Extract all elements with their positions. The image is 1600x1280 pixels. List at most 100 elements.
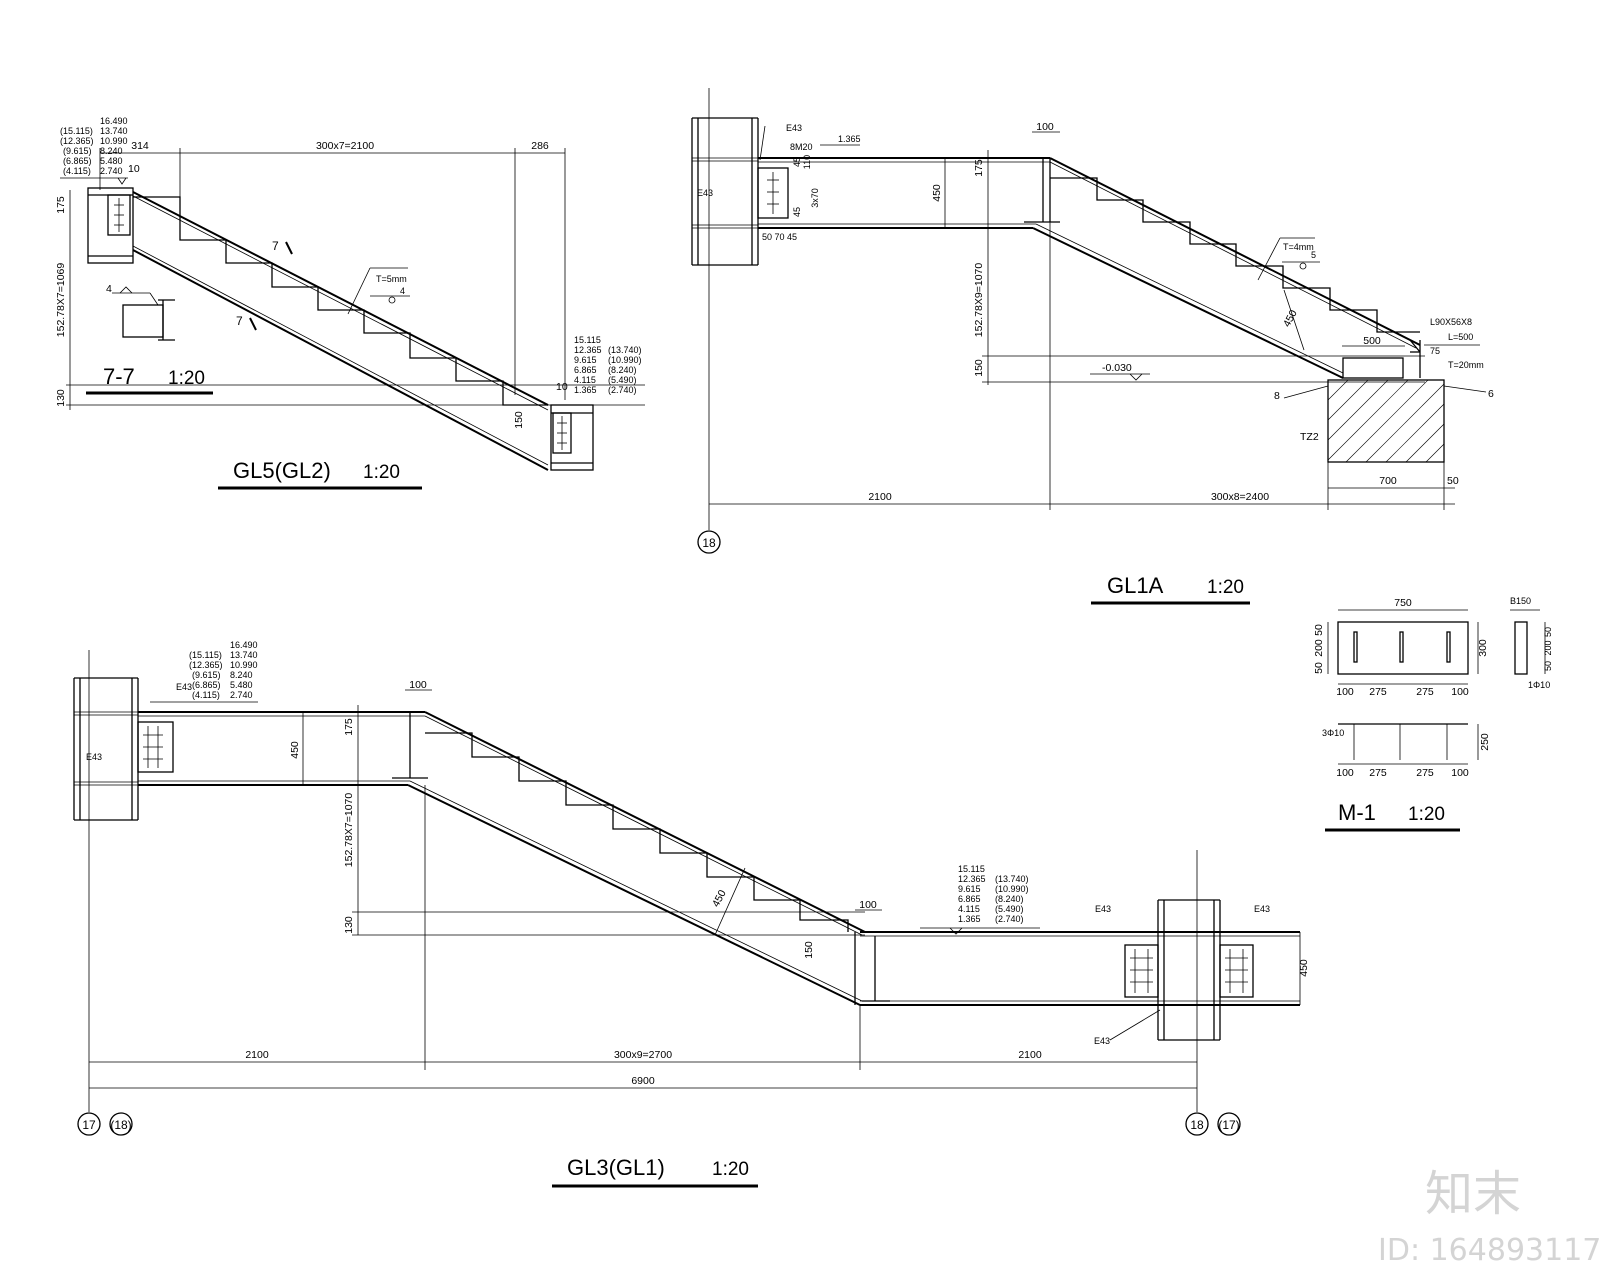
gl1a-drawing: 18 E43 E43 8M20 3x70 45 110 45 50 70 45 … xyxy=(691,88,1494,605)
gl5-elevations-bot: 15.115 12.365 9.615 6.865 4.115 1.365 (1… xyxy=(574,335,642,395)
gl3-weld-e43-0: E43 xyxy=(176,682,192,692)
gl3-scale: 1:20 xyxy=(712,1159,749,1180)
gl5-scale: 1:20 xyxy=(363,462,400,483)
gl5-left-beam xyxy=(87,187,134,264)
gl5-elev-bot-2: 9.615 xyxy=(574,355,597,365)
gl5-elev-bot-3: 6.865 xyxy=(574,365,597,375)
gl5-elev-bot-p2: (8.240) xyxy=(608,365,637,375)
gl3-elev-top-4: 5.480 xyxy=(230,680,253,690)
gl1a-weld-note: T=4mm xyxy=(1283,242,1314,252)
gl5-section-title: 7-7 xyxy=(103,364,135,389)
gl3-elev-mid-0: 15.115 xyxy=(958,864,985,874)
gl5-dim-right: 286 xyxy=(531,140,549,152)
m1-bottom-3: 100 xyxy=(1451,686,1469,698)
gl1a-dim-150: 150 xyxy=(973,359,985,377)
gl1a-dim-500: 500 xyxy=(1363,335,1381,347)
m1-bottom2-2: 275 xyxy=(1416,767,1434,779)
gl3-dim-450-left: 450 xyxy=(289,741,301,759)
gl3-grid-right: 18 xyxy=(1190,1118,1204,1132)
m1-scale: 1:20 xyxy=(1408,804,1445,825)
gl1a-plate-note: T=20mm xyxy=(1448,360,1484,370)
gl3-elevations-top: 16.490 13.740 10.990 8.240 5.480 2.740 (… xyxy=(150,640,258,703)
gl3-dim-total: 6900 xyxy=(631,1075,655,1087)
gl3-weld-e43-3: E43 xyxy=(1254,904,1270,914)
gl5-elev-bot-1: 12.365 xyxy=(574,345,602,355)
gl5-elev-bot-p4: (2.740) xyxy=(608,385,637,395)
gl1a-bolt-dim: 3x70 xyxy=(810,188,820,208)
gl3-dim-2100-a: 2100 xyxy=(245,1049,269,1061)
gl3-elev-top-p3: (6.865) xyxy=(192,680,221,690)
gl3-elev-mid-p0: (13.740) xyxy=(995,874,1029,884)
m1-dim-250: 250 xyxy=(1479,733,1491,751)
gl3-elev-mid-5: 1.365 xyxy=(958,914,981,924)
gl3-dim-150: 150 xyxy=(803,941,815,959)
gl1a-angle-note: L90X56X8 xyxy=(1430,317,1472,327)
gl3-elev-mid-p2: (8.240) xyxy=(995,894,1024,904)
gl3-riser-dim: 152.78X7=1070 xyxy=(343,793,355,868)
gl3-grid-left-paren-bubble xyxy=(109,1112,133,1136)
gl1a-weld-e43-b: E43 xyxy=(697,188,713,198)
gl5-dim-130: 130 xyxy=(55,389,67,407)
gl3-elev-mid-p3: (5.490) xyxy=(995,904,1024,914)
gl3-dim-100-b: 100 xyxy=(859,899,877,911)
gl3-weld-e43-1: E43 xyxy=(86,752,102,762)
gl3-elev-top-0: 16.490 xyxy=(230,640,258,650)
gl3-elev-mid-1: 12.365 xyxy=(958,874,986,884)
gl3-grid-right-bubble xyxy=(1185,1112,1209,1136)
gl5-elev-bot-5: 1.365 xyxy=(574,385,597,395)
gl3-dim-100-a: 100 xyxy=(409,679,427,691)
m1-side-2: 50 xyxy=(1543,661,1553,671)
m1-bottom-1: 275 xyxy=(1369,686,1387,698)
gl5-title: GL5(GL2) xyxy=(233,458,331,483)
m1-title: M-1 xyxy=(1338,800,1376,825)
gl1a-title: GL1A xyxy=(1107,573,1164,598)
m1-drawing: 750 50 200 50 300 100 275 275 100 B150 5… xyxy=(1313,596,1553,832)
m1-side-1: 200 xyxy=(1543,640,1553,655)
m1-side-bot: 1Φ10 xyxy=(1528,680,1550,690)
gl1a-dim-50: 50 xyxy=(1447,475,1459,487)
gl5-cut-a: 7 xyxy=(272,239,279,253)
watermark-id: ID: 164893117 xyxy=(1378,1233,1600,1268)
gl5-elev-top-p0: (15.115) xyxy=(60,126,93,136)
gl1a-dim-450: 450 xyxy=(931,184,943,202)
gl5-elev-bot-4: 4.115 xyxy=(574,375,596,385)
gl5-elev-top-p4: (4.115) xyxy=(63,166,91,176)
gl5-elev-bot-p0: (13.740) xyxy=(608,345,642,355)
gl3-dim-450-diag: 450 xyxy=(710,888,729,909)
gl1a-weld-e43: E43 xyxy=(786,123,802,133)
gl5-elevations-top: 16.490 13.740 10.990 8.240 5.480 2.740 (… xyxy=(60,116,128,185)
gl1a-dim-2100: 2100 xyxy=(868,491,892,503)
m1-dim-750: 750 xyxy=(1394,597,1412,609)
gl5-riser-dim: 152.78X7=1069 xyxy=(55,263,67,338)
gl1a-dim-507045: 50 70 45 xyxy=(762,232,797,242)
gl3-weld-e43-2: E43 xyxy=(1095,904,1111,914)
gl5-elev-top-p3: (6.865) xyxy=(63,156,92,166)
gl1a-dim-100: 100 xyxy=(1036,121,1054,133)
gl1a-grid-bubble xyxy=(697,530,721,554)
gl3-grid-left-paren: (18) xyxy=(110,1118,131,1132)
gl5-cut-b: 7 xyxy=(236,314,243,328)
gl3-elev-top-p4: (4.115) xyxy=(192,690,220,700)
gl1a-elev-1365: 1.365 xyxy=(838,134,861,144)
gl1a-dim-700: 700 xyxy=(1379,475,1397,487)
gl5-weld-label-4: 4 xyxy=(106,283,112,295)
gl5-elev-top-1: 13.740 xyxy=(100,126,128,136)
gl1a-riser-dim: 152.78X9=1070 xyxy=(973,263,985,338)
m1-dim-300: 300 xyxy=(1477,639,1489,657)
gl1a-bolts: 8M20 xyxy=(790,142,813,152)
gl5-dim-10-bot: 10 xyxy=(556,381,568,393)
m1-left-1: 200 xyxy=(1313,639,1325,657)
gl3-dim-175: 175 xyxy=(343,718,355,736)
gl5-elev-bot-p3: (5.490) xyxy=(608,375,637,385)
gl3-drawing: 17 (18) 18 (17) E43 E43 16.490 13.740 10… xyxy=(73,640,1310,1188)
gl5-elev-top-p1: (12.365) xyxy=(60,136,94,146)
gl1a-small-2: 45 xyxy=(792,207,802,217)
gl1a-dim-175: 175 xyxy=(973,159,985,177)
gl5-elev-top-2: 10.990 xyxy=(100,136,128,146)
gl5-elev-top-0: 16.490 xyxy=(100,116,128,126)
m1-bottom2-1: 275 xyxy=(1369,767,1387,779)
m1-left-0: 50 xyxy=(1313,624,1325,636)
gl3-elev-mid-4: 4.115 xyxy=(958,904,980,914)
gl3-elevations-mid: 15.115 12.365 9.615 6.865 4.115 1.365 (1… xyxy=(920,864,1040,935)
gl5-dim-mid: 300x7=2100 xyxy=(316,140,374,152)
